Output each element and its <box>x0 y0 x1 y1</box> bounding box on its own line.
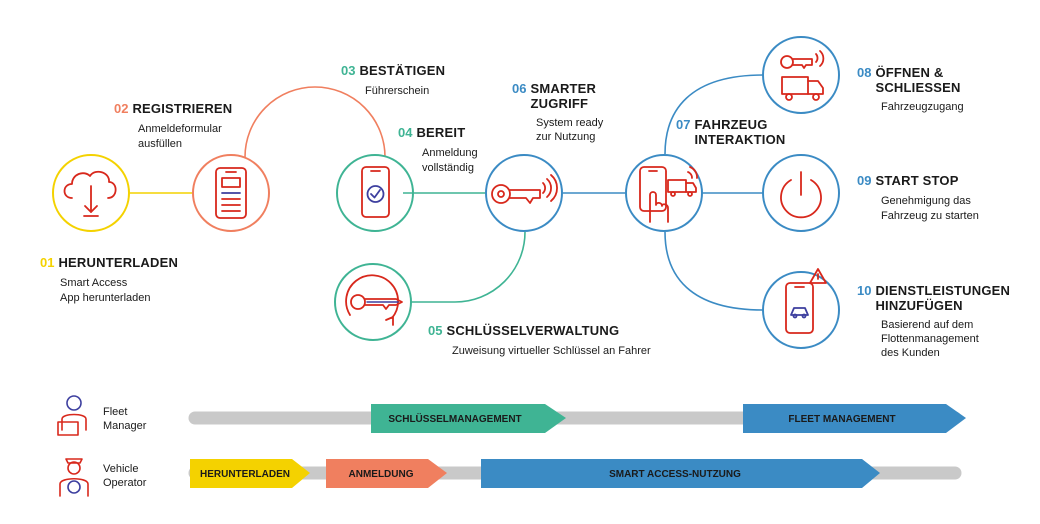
phone-touch-truck-icon <box>639 166 698 223</box>
step-10-number: 10 <box>857 283 872 298</box>
step-10-title: DIENSTLEISTUNGEN HINZUFÜGEN <box>875 283 1011 313</box>
step-05-number: 05 <box>428 323 443 338</box>
herunterladen-label: HERUNTERLADEN <box>200 469 290 480</box>
step-08-number: 08 <box>857 65 872 80</box>
key-rotate-icon <box>345 274 403 326</box>
step-09-title: START STOP <box>875 173 959 188</box>
step-01-title: HERUNTERLADEN <box>58 255 179 270</box>
step-08-title: ÖFFNEN & SCHLIESSEN <box>875 65 961 95</box>
step-05-circle <box>334 263 412 341</box>
connectors <box>130 74 764 311</box>
fleet-management-label: FLEET MANAGEMENT <box>788 414 895 425</box>
step-09-circle <box>762 154 840 232</box>
smart-access-label: SMART ACCESS-NUTZUNG <box>609 469 741 480</box>
fleet-manager-label: Fleet Manager <box>103 406 147 433</box>
step-05-subtitle: Zuweisung virtueller Schlüssel an Fahrer <box>452 345 651 358</box>
step-09-number: 09 <box>857 173 872 188</box>
step-06-title: SMARTER ZUGRIFF <box>530 81 597 111</box>
step-01-subtitle: Smart Access App herunterladen <box>60 277 151 304</box>
step-10-circle <box>762 271 840 349</box>
herunterladen-bar <box>190 459 310 488</box>
vehicle-operator-icon <box>59 458 89 497</box>
anmeldung-label: ANMELDUNG <box>349 469 414 480</box>
smart-access-bar <box>481 459 880 488</box>
step-10-subtitle: Basierend auf dem Flottenmanagement des … <box>881 318 979 360</box>
step-08-circle <box>762 36 840 114</box>
step-02-circle <box>192 154 270 232</box>
cloud-download-icon <box>63 170 117 217</box>
form-phone-icon <box>215 167 247 219</box>
step-01-number: 01 <box>40 255 55 270</box>
step-05-title: SCHLÜSSELVERWALTUNG <box>446 323 620 338</box>
schluesselmanagement-bar <box>371 404 566 433</box>
phone-check-icon <box>361 166 390 218</box>
anmeldung-bar <box>326 459 447 488</box>
step-09-subtitle: Genehmigung das Fahrzeug zu starten <box>881 195 979 222</box>
step-04-subtitle: Anmeldung vollständig <box>422 147 478 174</box>
step-03-subtitle: Führerschein <box>365 85 430 98</box>
fleet-management-bar <box>743 404 966 433</box>
step-06-circle <box>485 154 563 232</box>
vehicle-operator-label: Vehicle Operator <box>103 463 147 490</box>
step-07-title: FAHRZEUG INTERAKTION <box>694 117 786 147</box>
step-04-title: BEREIT <box>416 125 466 140</box>
power-icon <box>780 171 822 219</box>
step-03-number: 03 <box>341 63 356 78</box>
step-07-number: 07 <box>676 117 691 132</box>
smart-key-icon <box>491 174 558 204</box>
step-06-number: 06 <box>512 81 527 96</box>
step-02-number: 02 <box>114 101 129 116</box>
step-08-subtitle: Fahrzeugzugang <box>881 100 964 113</box>
step-01-circle <box>52 154 130 232</box>
fleet-manager-icon <box>57 395 87 436</box>
step-03-title: BESTÄTIGEN <box>359 63 446 78</box>
key-truck-icon <box>780 50 825 101</box>
step-04-circle <box>336 154 414 232</box>
step-02-title: REGISTRIEREN <box>132 101 233 116</box>
step-07-circle <box>625 154 703 232</box>
step-06-subtitle: System ready zur Nutzung <box>536 116 604 144</box>
phone-car-warning-icon <box>785 268 827 334</box>
schluesselmanagement-label: SCHLÜSSELMANAGEMENT <box>388 412 521 425</box>
step-02-subtitle: Anmeldeformular ausfüllen <box>138 123 222 150</box>
step-04-number: 04 <box>398 125 413 140</box>
